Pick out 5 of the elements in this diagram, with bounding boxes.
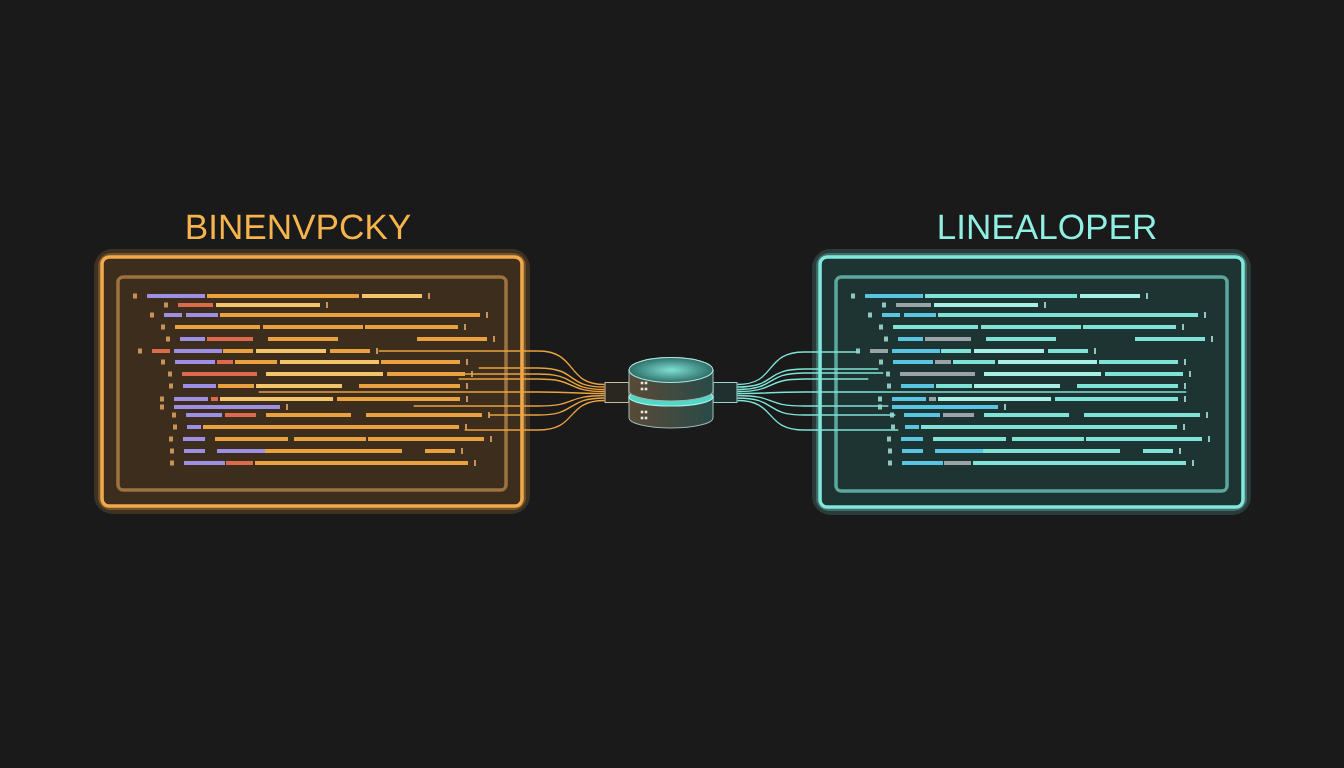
wire-bundle <box>258 350 606 431</box>
heading: BINENVPCKY <box>187 214 411 240</box>
heading: LINEALOPER <box>939 214 1156 240</box>
database-cylinder <box>604 356 738 429</box>
wire-bundle <box>736 351 1187 431</box>
